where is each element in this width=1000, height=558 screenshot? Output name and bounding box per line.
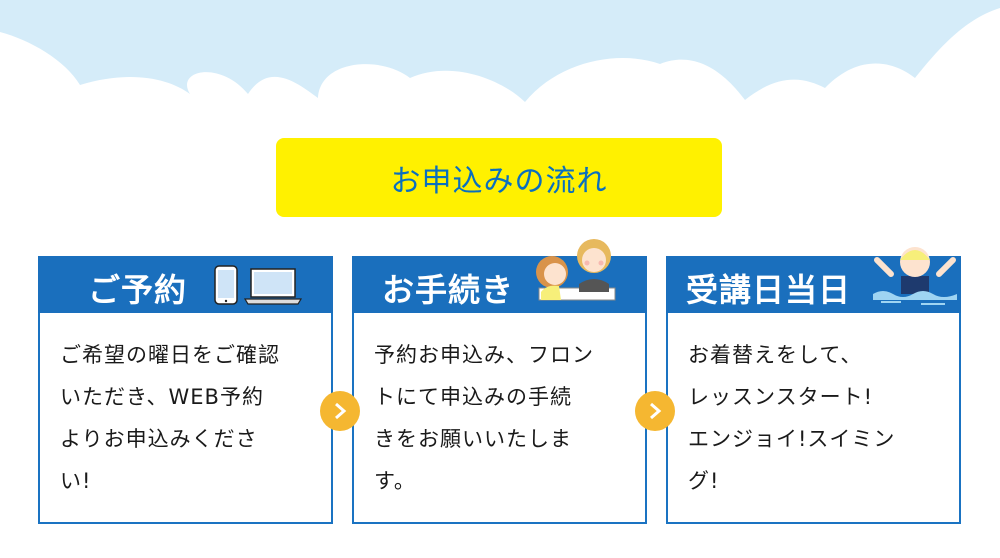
step-header: お手続き	[352, 239, 647, 313]
step-title: 受講日当日	[686, 271, 852, 309]
step-card-reservation: ご予約 ご希望の曜日をご確認 いただき、WEB予約 よりお申込みくださ い!	[38, 256, 333, 524]
chevron-right-icon	[335, 402, 347, 420]
step-description: ご希望の曜日をご確認 いただき、WEB予約 よりお申込みくださ い!	[60, 343, 280, 493]
step-arrow	[635, 391, 675, 431]
step-header: 受講日当日	[666, 247, 961, 313]
swimmer-child-illustration	[873, 247, 957, 305]
chevron-right-icon	[650, 402, 662, 420]
sky-cloud-background	[0, 0, 1000, 102]
step-title: お手続き	[382, 271, 515, 309]
step-card-procedure: お手続き 予約お申込み、フロン トにて申込みの手続 きをお願いいたしま す。	[352, 239, 647, 524]
front-desk-staff-illustration	[536, 239, 616, 301]
step-title: ご予約	[88, 271, 188, 309]
step-card-lesson-day: 受講日当日 お着替えをして、 レッスンスタート! エンジョイ!スイミン グ!	[666, 247, 961, 524]
step-description: 予約お申込み、フロン トにて申込みの手続 きをお願いいたしま す。	[374, 343, 594, 493]
page-title-banner: お申込みの流れ	[276, 138, 722, 217]
step-header: ご予約	[38, 256, 333, 313]
step-description: お着替えをして、 レッスンスタート! エンジョイ!スイミン グ!	[688, 343, 896, 493]
smartphone-laptop-icon	[214, 265, 303, 305]
page-title: お申込みの流れ	[390, 163, 608, 199]
step-arrow	[320, 391, 360, 431]
